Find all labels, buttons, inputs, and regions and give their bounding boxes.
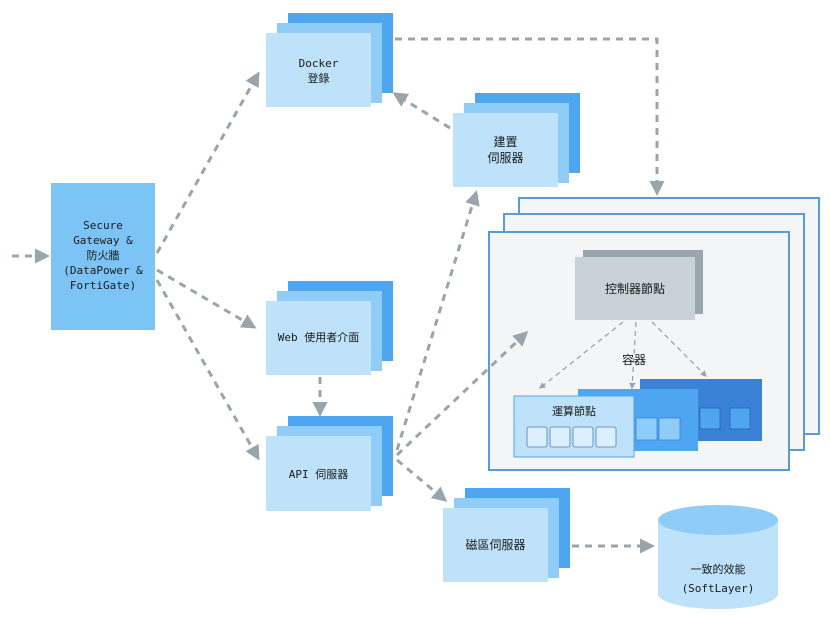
performance-label: 一致的效能 (SoftLayer) [681,563,755,595]
disk-server-label: 磁區伺服器 [465,538,526,552]
arrow-controller-to-compute-2 [629,321,637,390]
docker-stack [266,13,393,107]
build-server-label: 建置 伺服器 [487,135,524,165]
web-ui-stack [266,281,393,375]
api-server-stack [266,416,393,511]
arrow-build-to-docker [392,92,451,130]
arrow-api-to-cluster [395,330,529,457]
container-slot [526,426,548,448]
controller-node [575,250,703,320]
controller-node-label: 控制器節點 [604,282,665,296]
container-slot [549,426,571,448]
compute-node-front [513,395,635,458]
gateway-label: Secure Gateway & 防火牆 (DataPower & FortiG… [63,219,143,292]
web-ui-label: Web 使用者介面 [277,331,360,344]
arrow-gateway-to-api [155,279,260,461]
arrow-docker-to-cluster [395,37,665,196]
arrow-api-to-build [395,190,480,451]
container-slot [595,426,617,448]
build-server-stack [453,93,580,187]
docker-label: Docker 登錄 [298,57,339,85]
container-slot [572,426,594,448]
api-server-label: API 伺服器 [288,468,349,481]
disk-server-stack [443,488,570,582]
compute-node-label: 運算節點 [552,405,596,418]
performance-cylinder [658,505,778,609]
arrow-controller-to-compute-3 [651,321,707,377]
arrow-gateway-to-docker [155,71,260,254]
arrow-api-to-disk [396,458,448,502]
containers-label: 容器 [621,353,646,367]
gateway-box [51,183,155,330]
arrow-gateway-to-web [156,268,257,329]
